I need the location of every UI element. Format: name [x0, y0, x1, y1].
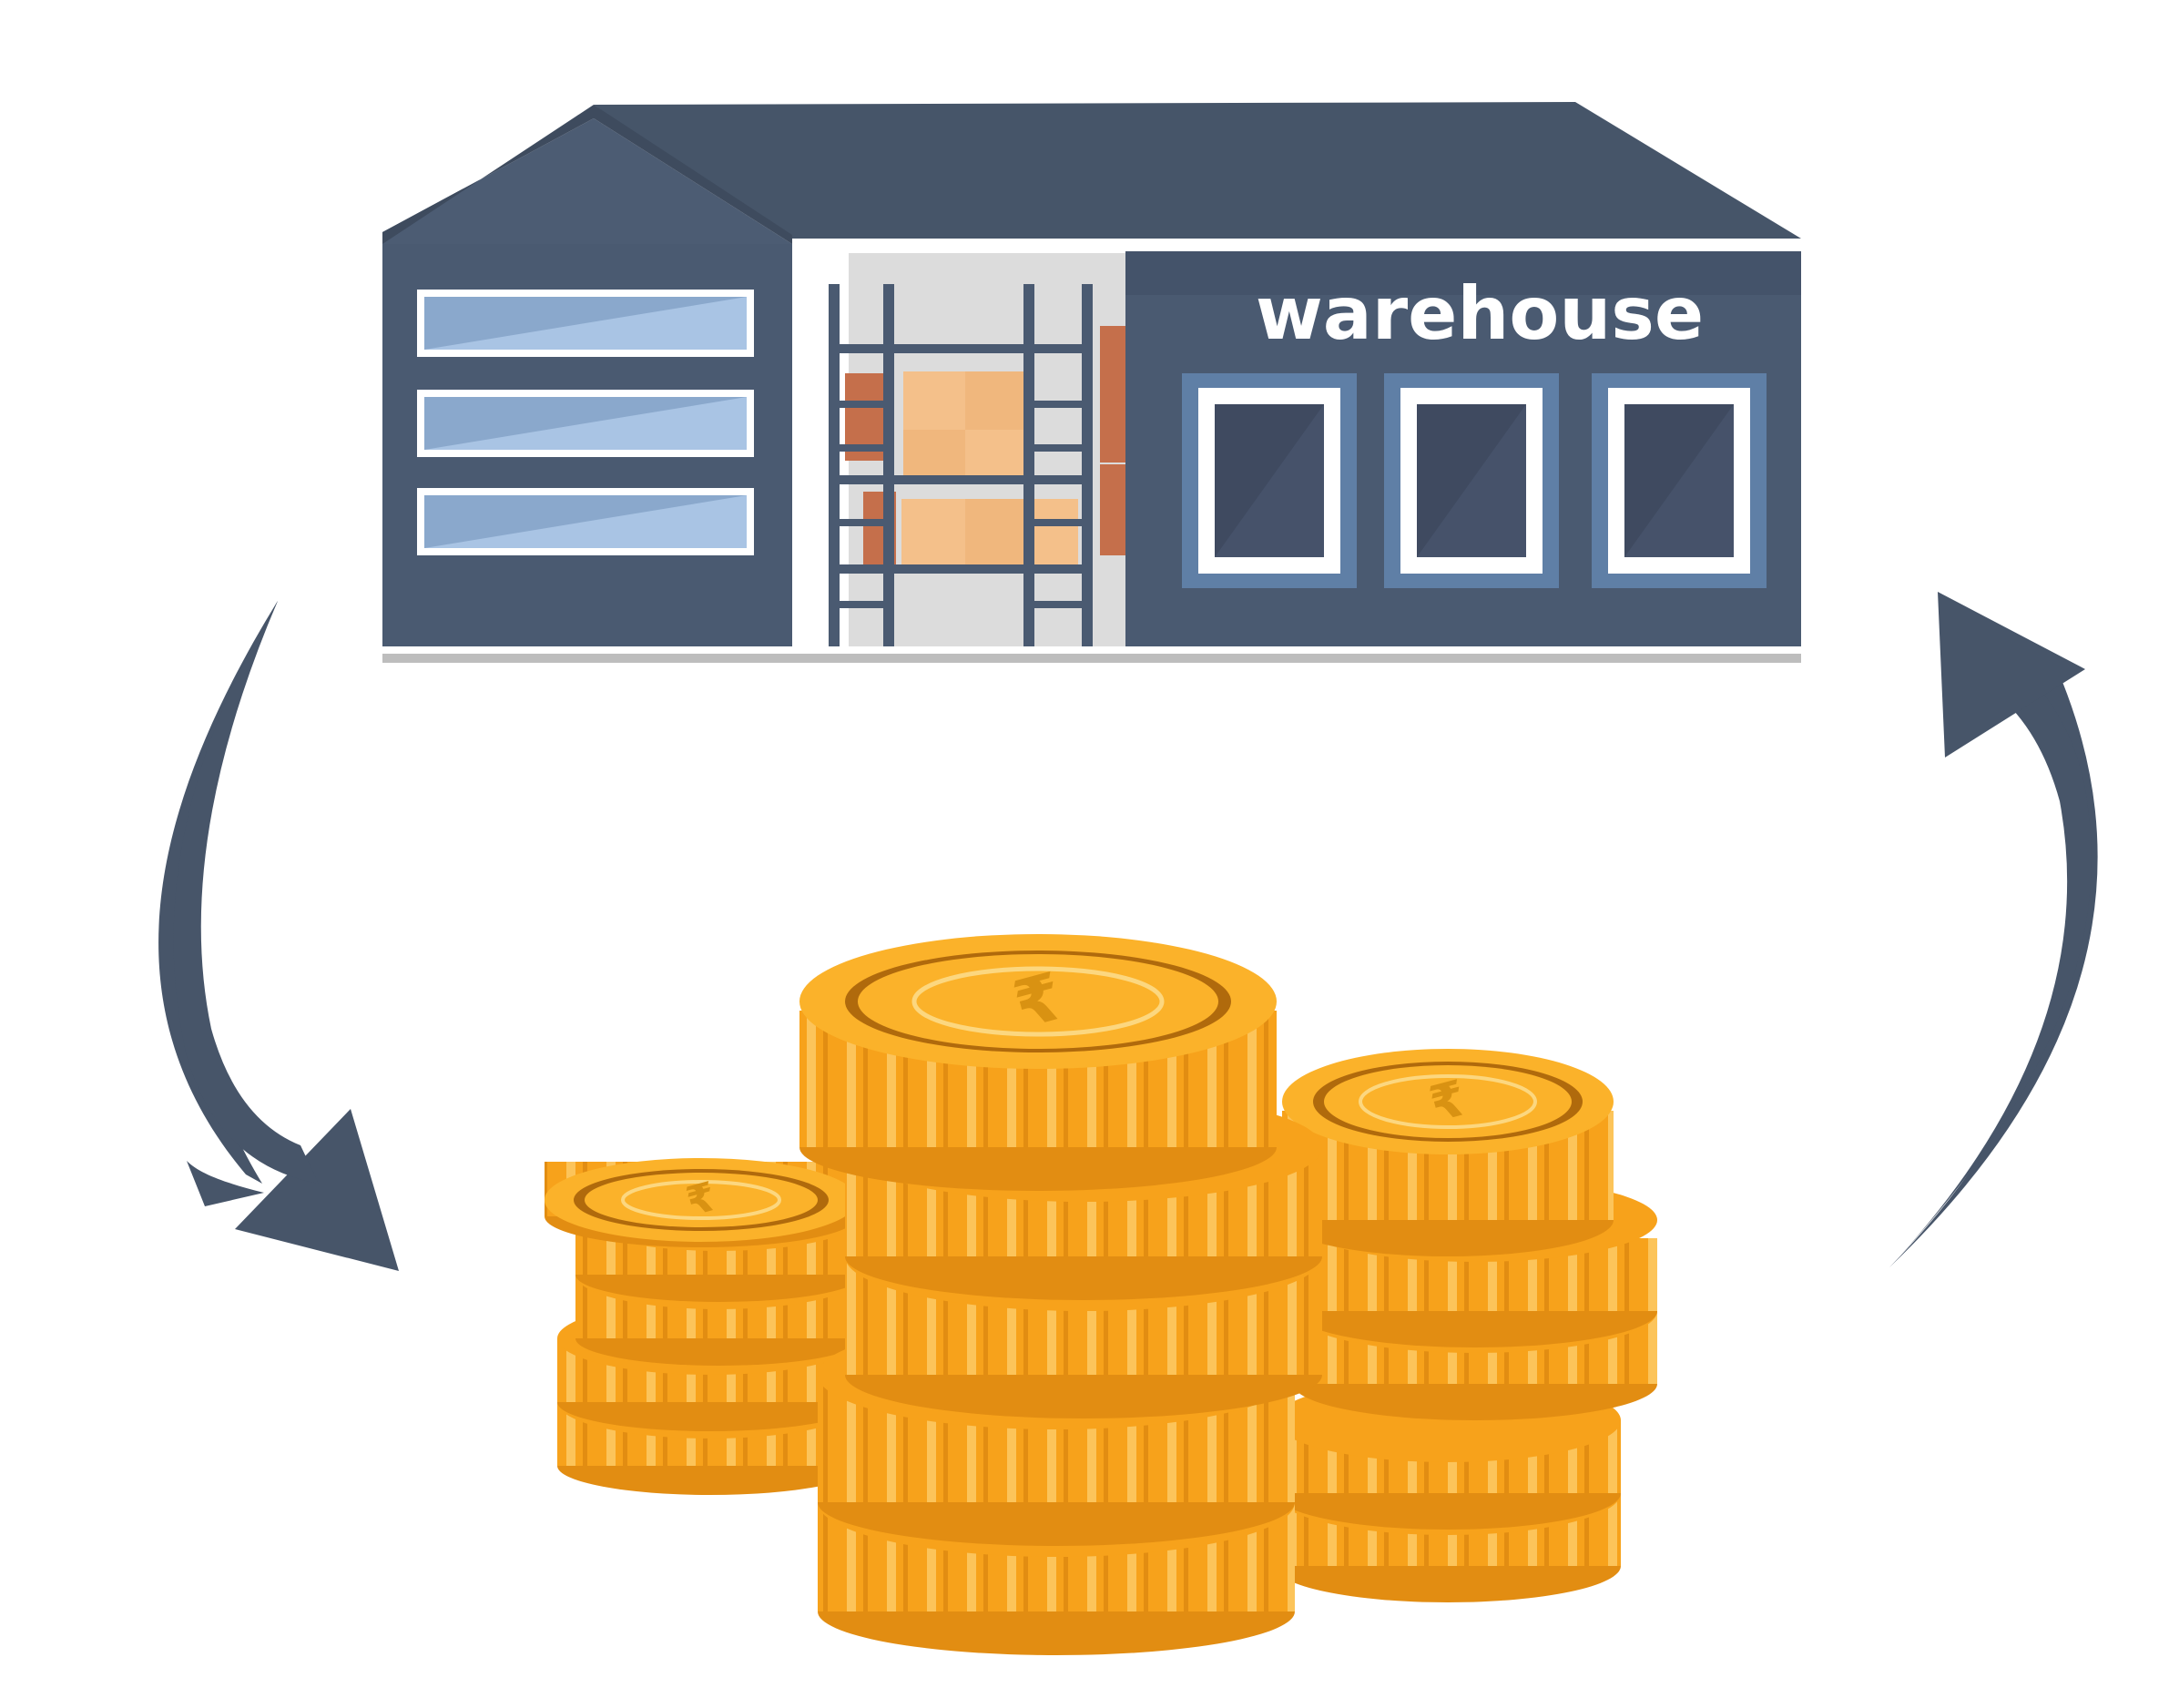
strip-window-2	[417, 390, 754, 457]
office-window-3	[1592, 373, 1767, 588]
strip-window-3	[417, 488, 754, 555]
strip-window-1	[417, 290, 754, 357]
warehouse-open-bay	[792, 251, 1125, 646]
left-wall	[382, 244, 792, 646]
coin-stack-right: ₹	[1275, 1049, 1657, 1602]
office-window-1	[1182, 373, 1357, 588]
warehouse-sign: warehouse	[1256, 271, 1704, 356]
warehouse-office: warehouse	[1125, 251, 1801, 646]
coin-stack-left: ₹	[545, 1158, 863, 1495]
curved-arrow-up-icon	[1889, 592, 2098, 1267]
curved-arrow-down-icon	[158, 601, 399, 1271]
warehouse-roof	[594, 102, 1801, 244]
office-window-2	[1384, 373, 1559, 588]
warehouse-building: warehouse	[382, 102, 1801, 663]
coin-stack-center: ₹	[799, 934, 1322, 1655]
